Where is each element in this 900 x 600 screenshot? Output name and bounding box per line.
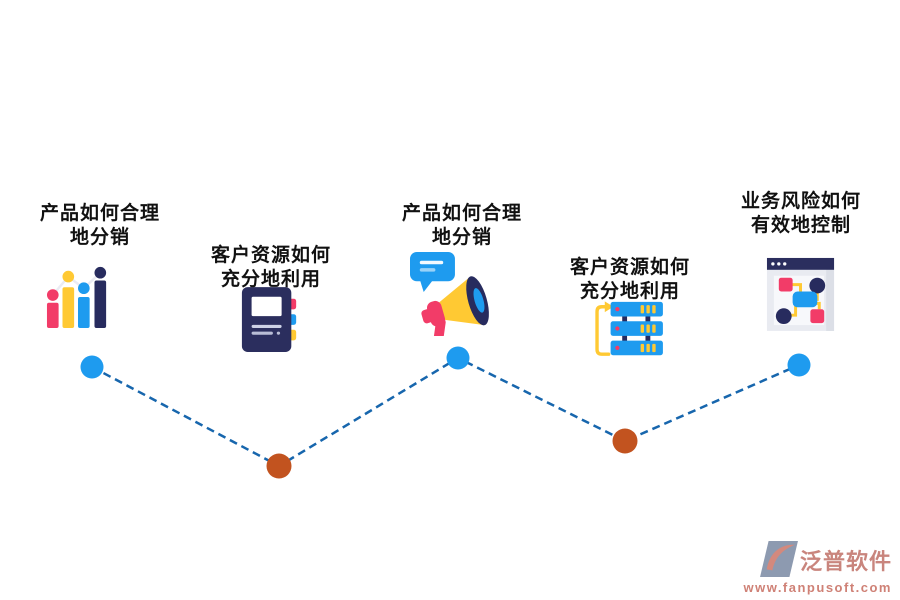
- node-label-1-line1: 产品如何合理: [39, 203, 160, 224]
- node-label-3-line2: 地分销: [431, 227, 492, 248]
- brand-name: 泛普软件: [799, 548, 892, 574]
- timeline-dot-1: [80, 355, 104, 379]
- brand-url: www.fanpusoft.com: [743, 580, 892, 595]
- fanpu-logo-icon: [760, 541, 798, 582]
- node-label-3: 产品如何合理 地分销: [362, 202, 562, 250]
- node-label-2-line1: 客户资源如何: [210, 245, 331, 266]
- node-label-1-line2: 地分销: [69, 227, 130, 248]
- node-label-1: 产品如何合理 地分销: [0, 202, 200, 250]
- node-label-2-line2: 充分地利用: [220, 269, 321, 290]
- timeline-dot-5: [787, 353, 811, 377]
- speech-bubble-icon: [410, 251, 455, 293]
- timeline-dot-4: [612, 428, 638, 454]
- node-label-5-line1: 业务风险如何: [740, 191, 861, 212]
- node-label-4: 客户资源如何 充分地利用: [530, 256, 730, 304]
- timeline-dot-2: [266, 453, 292, 479]
- brand-watermark: 泛普软件 www.fanpusoft.com: [732, 541, 892, 596]
- node-label-3-line1: 产品如何合理: [401, 203, 522, 224]
- node-label-5-line2: 有效地控制: [750, 215, 851, 236]
- node-label-4-line2: 充分地利用: [579, 281, 680, 302]
- node-label-4-line1: 客户资源如何: [569, 257, 690, 278]
- notebook-icon: [239, 286, 301, 359]
- megaphone-icon: [408, 250, 498, 343]
- bar-chart-icon: [45, 264, 111, 333]
- node-label-2: 客户资源如何 充分地利用: [171, 244, 371, 292]
- server-stack-icon: [591, 299, 667, 366]
- node-label-5: 业务风险如何 有效地控制: [701, 190, 900, 238]
- flowchart-window-icon: [765, 250, 838, 338]
- timeline-dot-3: [446, 346, 470, 370]
- zigzag-dashed-line: [91, 356, 800, 468]
